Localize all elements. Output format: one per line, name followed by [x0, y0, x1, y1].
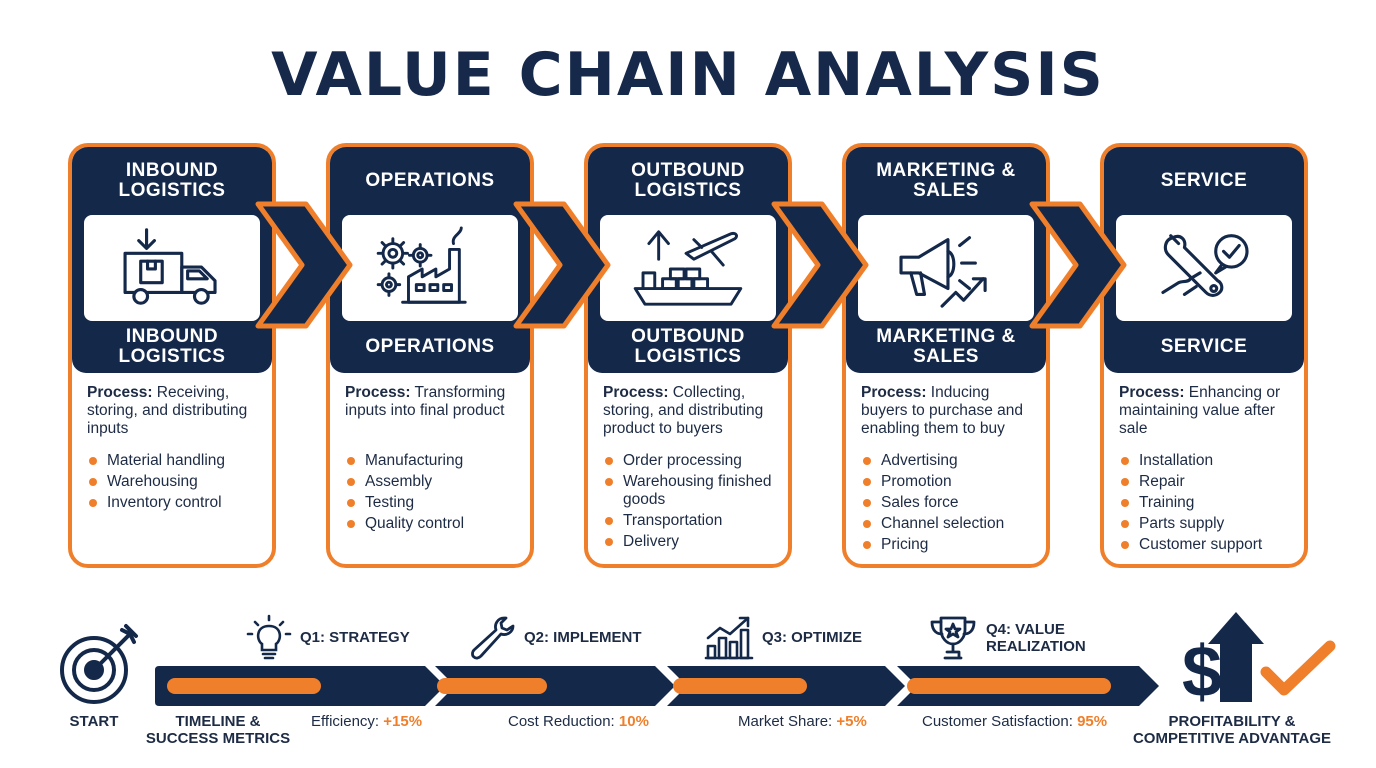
list-item: Testing [345, 494, 524, 512]
progress-fill-q2 [437, 678, 547, 694]
progress-fill-q4 [907, 678, 1111, 694]
list-item: Pricing [861, 536, 1040, 554]
page-title: VALUE CHAIN ANALYSIS [271, 40, 1105, 110]
lightbulb-icon [246, 614, 292, 660]
list-item: Delivery [603, 533, 782, 551]
activity-card-service: SERVICE SERVICE Process: Enhancing or ma… [1100, 143, 1308, 568]
activity-list: Material handling Warehousing Inventory … [87, 452, 266, 515]
process-description: Process: Transforming inputs into final … [345, 384, 506, 419]
list-item: Order processing [603, 452, 782, 470]
target-icon [60, 624, 138, 704]
icon-panel [342, 215, 518, 321]
metric-market-share: Market Share: +5% [738, 713, 867, 730]
chevron-connector-3 [771, 201, 869, 329]
activity-label: MARKETING & SALES [846, 321, 1046, 373]
list-item: Material handling [87, 452, 266, 470]
phase-q2: Q2: IMPLEMENT [468, 614, 642, 660]
phase-label: Q2: IMPLEMENT [524, 628, 642, 646]
metric-customer-satisfaction: Customer Satisfaction: 95% [922, 713, 1108, 730]
process-description: Process: Receiving, storing, and distrib… [87, 384, 248, 437]
timeline-section-label: TIMELINE & SUCCESS METRICS [145, 713, 291, 747]
timeline-bar [155, 666, 1159, 706]
activity-header: MARKETING & SALES [846, 147, 1046, 215]
chevron-connector-1 [255, 201, 353, 329]
metric-cost-reduction: Cost Reduction: 10% [508, 713, 649, 730]
icon-panel [600, 215, 776, 321]
list-item: Manufacturing [345, 452, 524, 470]
phase-label: Q1: STRATEGY [300, 628, 410, 646]
activity-header: INBOUND LOGISTICS [72, 147, 272, 215]
list-item: Assembly [345, 473, 524, 491]
activity-label: INBOUND LOGISTICS [72, 321, 272, 373]
bar-chart-icon [704, 616, 754, 660]
list-item: Sales force [861, 494, 1040, 512]
wrench-check-icon [1161, 234, 1249, 297]
activity-header: OPERATIONS [330, 147, 530, 215]
activity-label: OUTBOUND LOGISTICS [588, 321, 788, 373]
list-item: Warehousing [87, 473, 266, 491]
activity-list: Installation Repair Training Parts suppl… [1119, 452, 1298, 557]
phase-q3: Q3: OPTIMIZE [704, 614, 862, 660]
list-item: Inventory control [87, 494, 266, 512]
activity-header: OUTBOUND LOGISTICS [588, 147, 788, 215]
activity-list: Manufacturing Assembly Testing Quality c… [345, 452, 524, 536]
svg-text:$: $ [1182, 632, 1222, 706]
list-item: Promotion [861, 473, 1040, 491]
list-item: Channel selection [861, 515, 1040, 533]
ship-plane-icon [633, 230, 743, 306]
process-description: Process: Enhancing or maintaining value … [1119, 384, 1281, 437]
profit-dollar-arrow-icon: $ [1182, 612, 1336, 706]
wrench-icon [471, 616, 515, 660]
progress-fill-q1 [167, 678, 321, 694]
activity-list: Order processing Warehousing finished go… [603, 452, 782, 554]
phase-label: Q4: VALUE REALIZATION [986, 621, 1086, 655]
process-description: Process: Collecting, storing, and distri… [603, 384, 764, 437]
phase-q1: Q1: STRATEGY [246, 614, 410, 660]
phase-label: Q3: OPTIMIZE [762, 628, 863, 646]
chevron-connector-2 [513, 201, 611, 329]
phase-q4: Q4: VALUE REALIZATION [928, 614, 1086, 662]
list-item: Warehousing finished goods [603, 473, 782, 509]
activity-card-outbound-logistics: OUTBOUND LOGISTICS OUTBOUND LOGISTICS Pr… [584, 143, 792, 568]
gears-factory-icon [376, 226, 467, 304]
activity-card-marketing-sales: MARKETING & SALES MARKETING & SALES Proc… [842, 143, 1050, 568]
list-item: Parts supply [1119, 515, 1298, 533]
list-item: Transportation [603, 512, 782, 530]
delivery-truck-icon [123, 228, 217, 305]
timeline-start-label: START [69, 713, 119, 730]
icon-panel [858, 215, 1034, 321]
process-description: Process: Inducing buyers to purchase and… [861, 384, 1023, 437]
progress-fill-q3 [673, 678, 807, 694]
icon-panel [1116, 215, 1292, 321]
icon-panel [84, 215, 260, 321]
activity-label: OPERATIONS [330, 321, 530, 373]
list-item: Installation [1119, 452, 1298, 470]
metric-efficiency: Efficiency: +15% [311, 713, 423, 730]
list-item: Quality control [345, 515, 524, 533]
activity-card-inbound-logistics: INBOUND LOGISTICS INBOUND LOGISTICS Proc… [68, 143, 276, 568]
list-item: Advertising [861, 452, 1040, 470]
list-item: Repair [1119, 473, 1298, 491]
trophy-icon [930, 616, 976, 660]
activity-card-operations: OPERATIONS OPERATIONS Process: Transform… [326, 143, 534, 568]
megaphone-icon [899, 236, 987, 308]
list-item: Training [1119, 494, 1298, 512]
list-item: Customer support [1119, 536, 1298, 554]
activity-list: Advertising Promotion Sales force Channe… [861, 452, 1040, 557]
activity-label: SERVICE [1104, 321, 1304, 373]
timeline-end-label: PROFITABILITY & COMPETITIVE ADVANTAGE [1132, 713, 1332, 747]
activity-header: SERVICE [1104, 147, 1304, 215]
chevron-connector-4 [1029, 201, 1127, 329]
